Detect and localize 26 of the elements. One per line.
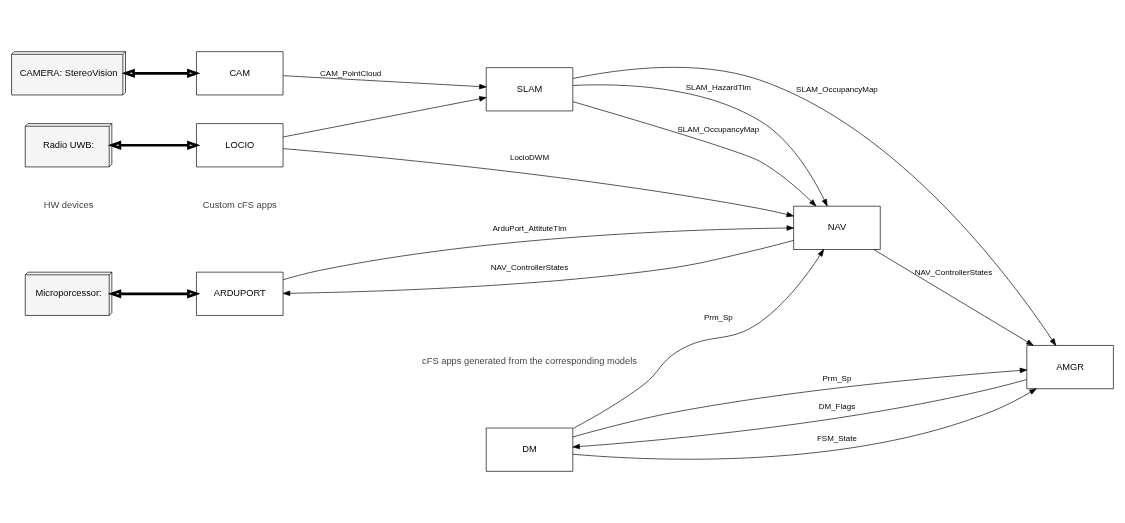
arrow	[121, 68, 201, 78]
arrow	[282, 148, 794, 218]
arrow	[572, 379, 1027, 450]
arrow	[282, 96, 487, 138]
node-box: NAV	[793, 205, 881, 250]
arrow	[282, 225, 794, 281]
arrow	[572, 84, 828, 207]
arrow	[282, 240, 794, 296]
arrow	[572, 367, 1028, 438]
arrow	[572, 249, 825, 429]
label: HW devices	[43, 199, 94, 210]
node-box: AMGR	[1026, 345, 1114, 390]
arrow	[282, 75, 487, 90]
arrow	[107, 289, 201, 299]
node-box: SLAM	[485, 67, 574, 112]
arrow	[107, 140, 201, 150]
arrow	[873, 249, 1034, 346]
arrow	[572, 101, 817, 207]
label: Custom cFS apps	[202, 199, 277, 210]
node-box: LOCIO	[196, 123, 284, 168]
label: cFS apps generated from the corresponding models	[422, 355, 637, 366]
arrow	[572, 388, 1037, 460]
arrow	[572, 67, 1057, 346]
node-box: CAM	[196, 51, 284, 96]
node-box: ARDUPORT	[196, 271, 284, 316]
node-box: DM	[485, 427, 574, 472]
